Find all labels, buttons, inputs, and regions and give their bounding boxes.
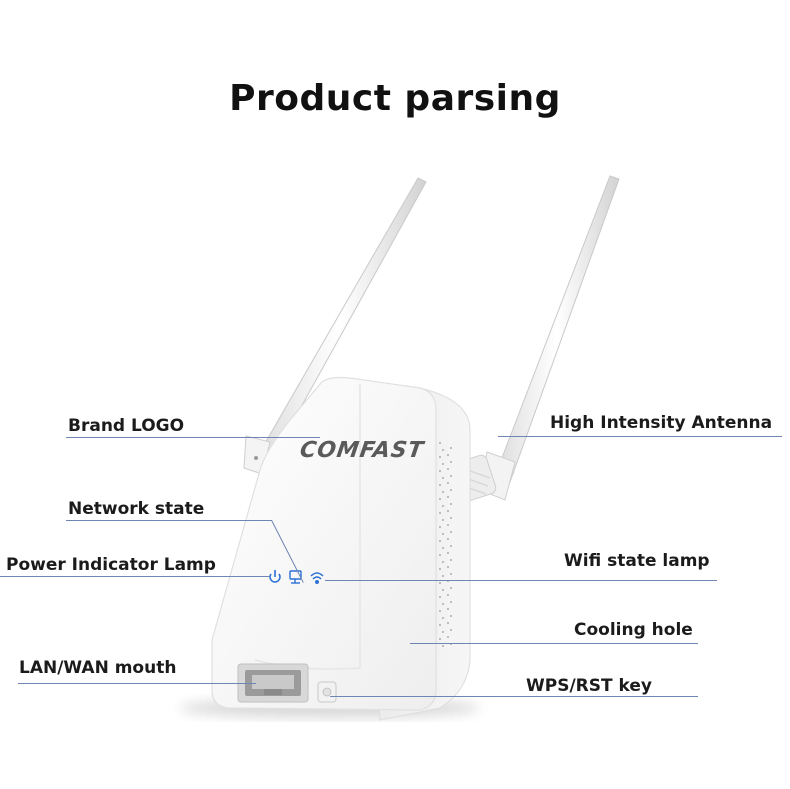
label-wps-rst: WPS/RST key xyxy=(526,676,652,696)
cooling-hole-dot xyxy=(439,442,441,444)
lan-wan-port xyxy=(237,663,309,703)
cooling-hole-dot xyxy=(442,463,444,465)
cooling-hole-dot xyxy=(439,596,441,598)
leader-power-lamp xyxy=(0,576,270,577)
cooling-hole-dot xyxy=(450,587,452,589)
cooling-hole-dot xyxy=(447,538,449,540)
cooling-hole-dot xyxy=(439,554,441,556)
cooling-hole-dot xyxy=(439,456,441,458)
cooling-hole-dot xyxy=(447,636,449,638)
leader-network-state xyxy=(66,520,272,521)
cooling-hole-dot xyxy=(447,622,449,624)
label-wifi-lamp: Wifi state lamp xyxy=(564,551,710,571)
cooling-hole-dot xyxy=(447,468,449,470)
cooling-hole-dot xyxy=(450,559,452,561)
cooling-hole-dot xyxy=(439,610,441,612)
cooling-hole-dot xyxy=(442,505,444,507)
cooling-hole-dot xyxy=(450,447,452,449)
leader-cooling-hole xyxy=(410,643,698,644)
cooling-hole-dot xyxy=(450,601,452,603)
label-lan-wan: LAN/WAN mouth xyxy=(19,658,177,678)
cooling-hole-dot xyxy=(442,589,444,591)
cooling-hole-dot xyxy=(442,561,444,563)
label-cooling-hole: Cooling hole xyxy=(574,620,693,640)
leader-antenna xyxy=(498,436,782,437)
cooling-hole-dot xyxy=(439,582,441,584)
power-icon xyxy=(269,570,281,583)
right-antenna xyxy=(453,175,620,502)
cooling-hole-dot xyxy=(442,533,444,535)
cooling-hole-dot xyxy=(442,617,444,619)
leader-wps-rst xyxy=(330,696,698,697)
cooling-hole-dot xyxy=(442,519,444,521)
cooling-hole-dot xyxy=(450,461,452,463)
label-brand-logo: Brand LOGO xyxy=(68,416,185,436)
cooling-hole-dot xyxy=(447,594,449,596)
cooling-hole-dot xyxy=(442,645,444,647)
cooling-hole-dot xyxy=(450,489,452,491)
leader-lan-wan xyxy=(18,683,256,684)
cooling-hole-dot xyxy=(447,552,449,554)
brand-logo: COMFAST xyxy=(298,438,426,463)
cooling-hole-dot xyxy=(439,526,441,528)
cooling-hole-dot xyxy=(450,643,452,645)
cooling-hole-dot xyxy=(447,482,449,484)
cooling-hole-dot xyxy=(442,547,444,549)
cooling-hole-dot xyxy=(450,545,452,547)
cooling-hole-dot xyxy=(439,638,441,640)
cooling-hole-dot xyxy=(447,566,449,568)
cooling-hole-dot xyxy=(439,470,441,472)
cooling-hole-dot xyxy=(450,629,452,631)
cooling-hole-dot xyxy=(442,575,444,577)
cooling-hole-dot xyxy=(450,615,452,617)
label-power-indicator: Power Indicator Lamp xyxy=(6,555,216,575)
wifi-icon xyxy=(310,572,324,584)
cooling-hole-dot xyxy=(439,512,441,514)
cooling-hole-dot xyxy=(442,477,444,479)
cooling-hole-dot xyxy=(447,524,449,526)
leader-wifi-lamp xyxy=(325,580,717,581)
cooling-hole-dot xyxy=(447,608,449,610)
wps-rst-button xyxy=(317,681,337,703)
cooling-hole-dot xyxy=(447,496,449,498)
cooling-hole-dot xyxy=(447,454,449,456)
cooling-hole-dot xyxy=(447,510,449,512)
cooling-hole-dot xyxy=(450,531,452,533)
cooling-hole-dot xyxy=(439,484,441,486)
cooling-hole-dot xyxy=(439,568,441,570)
cooling-hole-dot xyxy=(442,631,444,633)
cooling-hole-dot xyxy=(442,491,444,493)
label-network-state: Network state xyxy=(68,499,205,519)
cooling-hole-dot xyxy=(439,498,441,500)
cooling-hole-dot xyxy=(450,517,452,519)
cooling-hole-dot xyxy=(450,503,452,505)
page-title: Product parsing xyxy=(229,78,561,119)
network-icon xyxy=(289,570,302,584)
device-front xyxy=(211,376,437,711)
cooling-hole-dot xyxy=(442,603,444,605)
leader-brand-logo xyxy=(66,437,320,438)
cooling-hole-dot xyxy=(447,580,449,582)
label-antenna: High Intensity Antenna xyxy=(550,413,773,433)
cooling-hole-dot xyxy=(439,624,441,626)
cooling-hole-dot xyxy=(439,540,441,542)
cooling-hole-dot xyxy=(450,573,452,575)
cooling-hole-dot xyxy=(442,449,444,451)
cooling-hole-dot xyxy=(450,475,452,477)
